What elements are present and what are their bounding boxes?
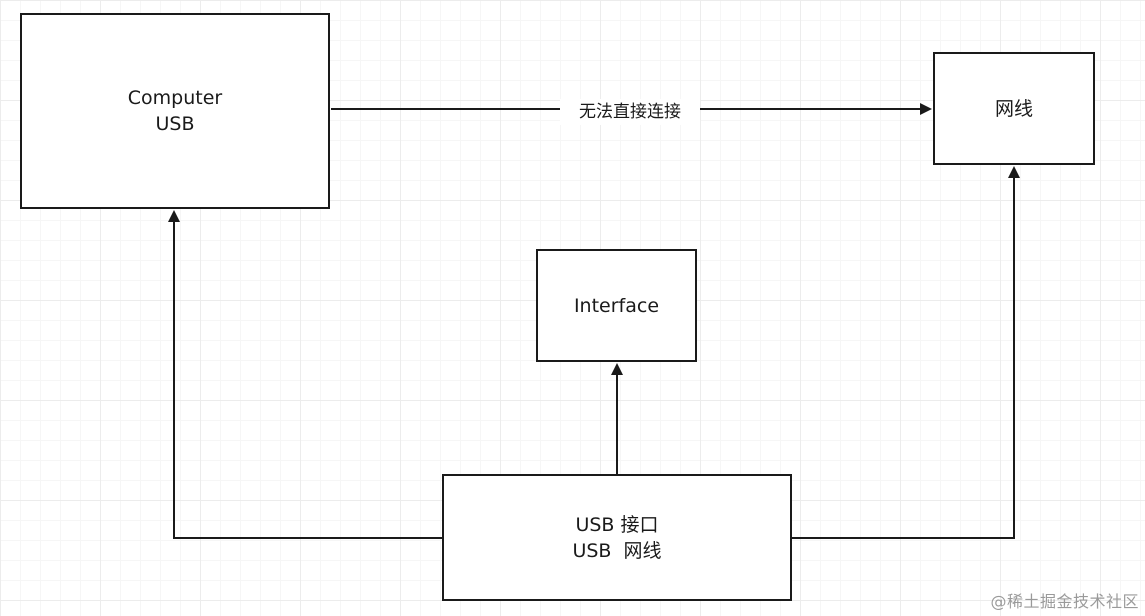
- adapter-node-line1: USB 接口: [575, 513, 659, 536]
- computer-node-line2: USB: [155, 113, 195, 135]
- computer-usb-node: Computer USB: [20, 13, 330, 209]
- interface-node: Interface: [536, 249, 697, 362]
- arrow-adapter-to-cable: [792, 166, 1020, 539]
- edge-label-cannot-connect: 无法直接连接: [560, 99, 700, 125]
- interface-node-label: Interface: [573, 294, 660, 317]
- cable-node-label: 网线: [994, 97, 1033, 120]
- usb-adapter-node: USB 接口 USB 网线: [442, 474, 792, 601]
- network-cable-node: 网线: [933, 52, 1095, 165]
- computer-node-line1: Computer: [127, 87, 223, 109]
- watermark-text: @稀土掘金技术社区: [990, 592, 1139, 611]
- adapter-node-line2: USB 网线: [572, 539, 662, 562]
- arrow-adapter-to-computer: [168, 210, 442, 539]
